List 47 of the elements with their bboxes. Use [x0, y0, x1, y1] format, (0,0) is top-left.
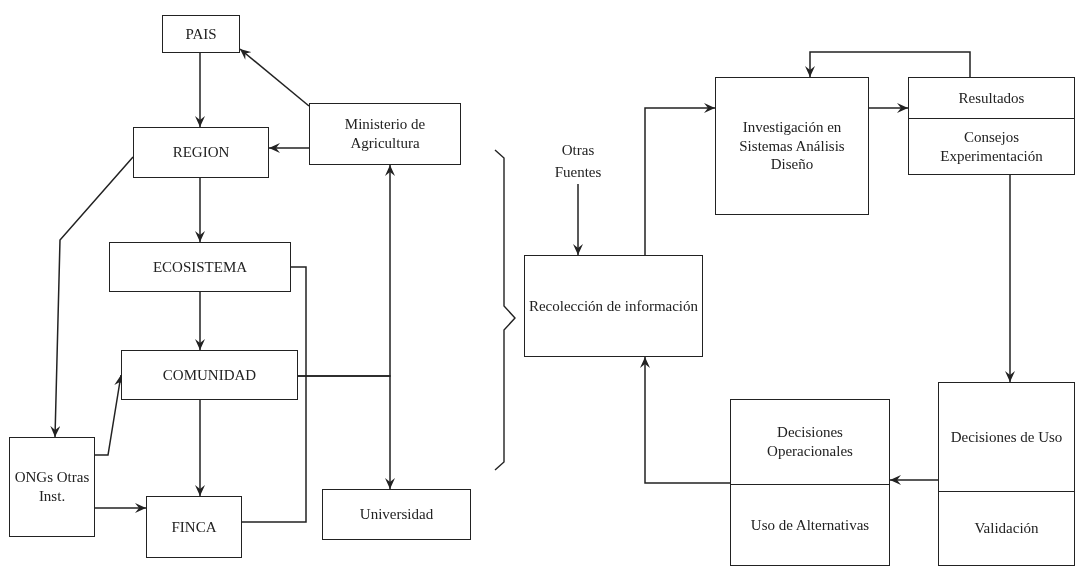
source-label: Otras Fuentes	[538, 140, 618, 184]
box-label: REGION	[172, 143, 230, 162]
process-box	[121, 350, 298, 400]
box-label: Uso de Alternativas	[750, 515, 870, 535]
box-label: Recolección de información	[528, 296, 699, 316]
arrow	[1005, 174, 1015, 383]
arrow	[195, 177, 205, 243]
arrow	[297, 375, 395, 490]
arrow	[195, 52, 205, 128]
arrow	[573, 183, 583, 256]
box-label: Consejos Experimentación	[939, 127, 1044, 166]
process-box	[133, 127, 269, 178]
process-box	[162, 15, 240, 53]
process-box	[322, 489, 471, 540]
process-box	[309, 103, 461, 165]
connector-line	[241, 266, 307, 523]
arrow	[50, 156, 134, 438]
arrow	[889, 475, 939, 485]
arrow	[195, 291, 205, 351]
arrow	[868, 103, 909, 113]
arrow	[195, 399, 205, 497]
box-label: Ministerio de Agricultura	[343, 115, 427, 153]
box-label: Decisiones Operacionales	[766, 423, 854, 461]
box-label: Resultados	[958, 88, 1025, 108]
box-label: PAIS	[185, 24, 217, 44]
box-label: Validación	[974, 519, 1039, 538]
box-label: ECOSISTEMA	[152, 257, 248, 277]
process-box	[109, 242, 291, 292]
split-box	[908, 77, 1075, 175]
box-label: Decisiones de Uso	[950, 427, 1063, 447]
process-box	[524, 255, 703, 357]
arrow	[239, 48, 310, 107]
box-label: Investigación en Sistemas Análisis Diseño	[738, 117, 846, 175]
box-label: COMUNIDAD	[162, 365, 257, 385]
process-box	[9, 437, 95, 537]
process-box	[715, 77, 869, 215]
arrow	[268, 143, 310, 153]
arrow	[644, 103, 716, 256]
box-label: ONGs Otras Inst.	[13, 468, 91, 506]
box-label: Universidad	[359, 505, 434, 524]
arrow	[94, 503, 147, 513]
split-box	[938, 382, 1075, 566]
process-box	[146, 496, 242, 558]
arrow	[805, 51, 971, 78]
arrow	[640, 356, 731, 484]
box-label: FINCA	[171, 517, 217, 537]
split-box	[730, 399, 890, 566]
